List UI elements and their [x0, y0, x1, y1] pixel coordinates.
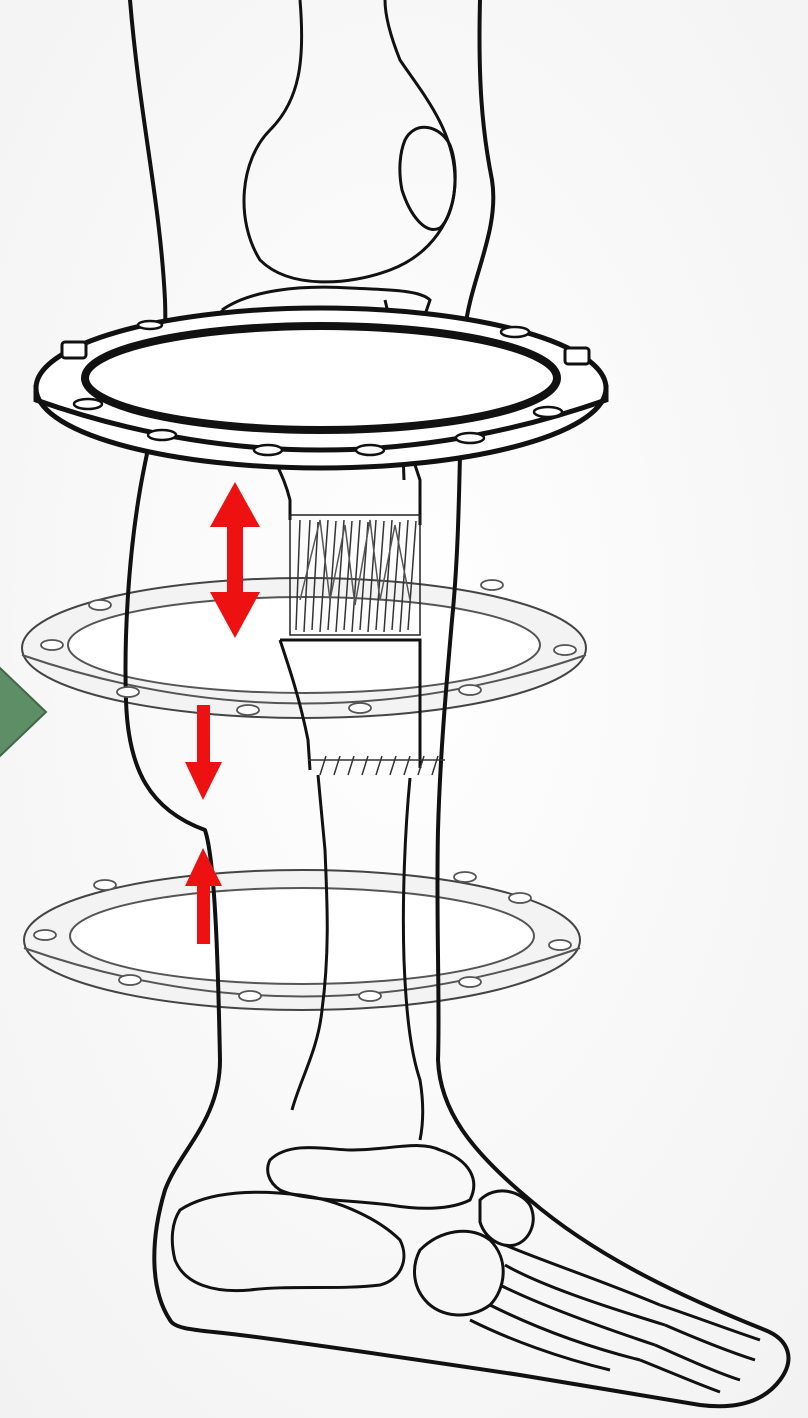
proximal-ring	[36, 308, 606, 468]
distal-ring	[24, 870, 580, 1010]
chevron-right-icon	[0, 668, 46, 756]
next-slide-button[interactable]	[0, 652, 48, 772]
middle-ring	[22, 578, 586, 718]
